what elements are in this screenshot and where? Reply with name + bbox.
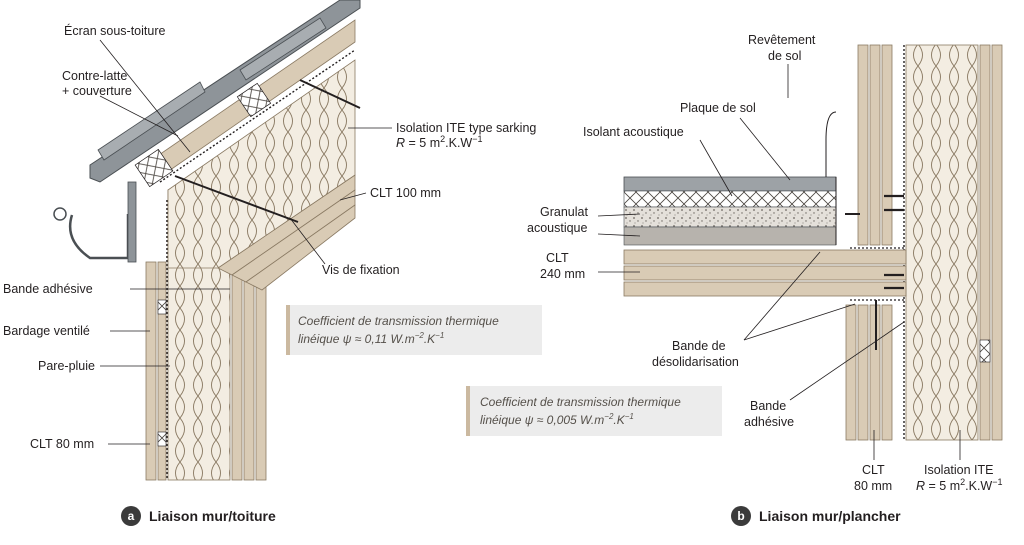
label-isolant-acoustique: Isolant acoustique bbox=[583, 125, 684, 139]
label-bande: Bande bbox=[750, 399, 786, 413]
label-isolation-sarking-r: R = 5 m2.K.W−1 bbox=[396, 134, 483, 150]
panel-b-caption: b Liaison mur/plancher bbox=[731, 506, 901, 526]
label-clt: CLT bbox=[546, 251, 569, 265]
coef-b-line1: Coefficient de transmission thermique bbox=[480, 395, 681, 409]
label-vis-de-fixation: Vis de fixation bbox=[322, 263, 400, 277]
panel-a-leaders bbox=[99, 39, 392, 445]
panel-b-drawing bbox=[623, 44, 1003, 441]
label-bande-de: Bande de bbox=[672, 339, 726, 353]
label-isolation-sarking: Isolation ITE type sarking bbox=[396, 121, 536, 135]
panel-a-coefficient-box: Coefficient de transmission thermique li… bbox=[286, 305, 542, 355]
label-plaque-de-sol: Plaque de sol bbox=[680, 101, 756, 115]
panel-a-drawing bbox=[53, 0, 361, 481]
caption-liaison-mur-plancher: Liaison mur/plancher bbox=[759, 508, 901, 524]
coef-a-line2: linéique ψ ≈ 0,11 W.m−2.K−1 bbox=[298, 331, 444, 346]
badge-b: b bbox=[737, 509, 744, 523]
label-240-mm: 240 mm bbox=[540, 267, 585, 281]
panel-b-labels: Revêtement de sol Plaque de sol Isolant … bbox=[527, 33, 1003, 493]
label-clt-100: CLT 100 mm bbox=[370, 186, 441, 200]
label-couverture: + couverture bbox=[62, 84, 132, 98]
coef-b-line2: linéique ψ ≈ 0,005 W.m−2.K−1 bbox=[480, 412, 634, 427]
label-de-sol: de sol bbox=[768, 49, 801, 63]
label-ecran-sous-toiture: Écran sous-toiture bbox=[64, 23, 165, 38]
panel-b-leaders bbox=[597, 64, 961, 460]
label-acoustique: acoustique bbox=[527, 221, 588, 235]
label-contre-latte: Contre-latte bbox=[62, 69, 127, 83]
caption-liaison-mur-toiture: Liaison mur/toiture bbox=[149, 508, 276, 524]
label-bande-adhesive: Bande adhésive bbox=[3, 282, 93, 296]
panel-b-coefficient-box: Coefficient de transmission thermique li… bbox=[466, 386, 722, 436]
label-desolidarisation: désolidarisation bbox=[652, 355, 739, 369]
label-clt-80: CLT 80 mm bbox=[30, 437, 94, 451]
label-clt-b: CLT bbox=[862, 463, 885, 477]
panel-a-caption: a Liaison mur/toiture bbox=[121, 506, 276, 526]
label-granulat: Granulat bbox=[540, 205, 588, 219]
coef-a-line1: Coefficient de transmission thermique bbox=[298, 314, 499, 328]
label-revetement: Revêtement bbox=[748, 33, 816, 47]
label-bardage-ventile: Bardage ventilé bbox=[3, 324, 90, 338]
label-isolation-ite-r: R = 5 m2.K.W−1 bbox=[916, 477, 1003, 493]
label-pare-pluie: Pare-pluie bbox=[38, 359, 95, 373]
label-adhesive: adhésive bbox=[744, 415, 794, 429]
badge-a: a bbox=[128, 509, 135, 523]
panel-a-labels: Écran sous-toiture Contre-latte + couver… bbox=[3, 23, 536, 451]
label-80-mm: 80 mm bbox=[854, 479, 892, 493]
label-isolation-ite: Isolation ITE bbox=[924, 463, 993, 477]
